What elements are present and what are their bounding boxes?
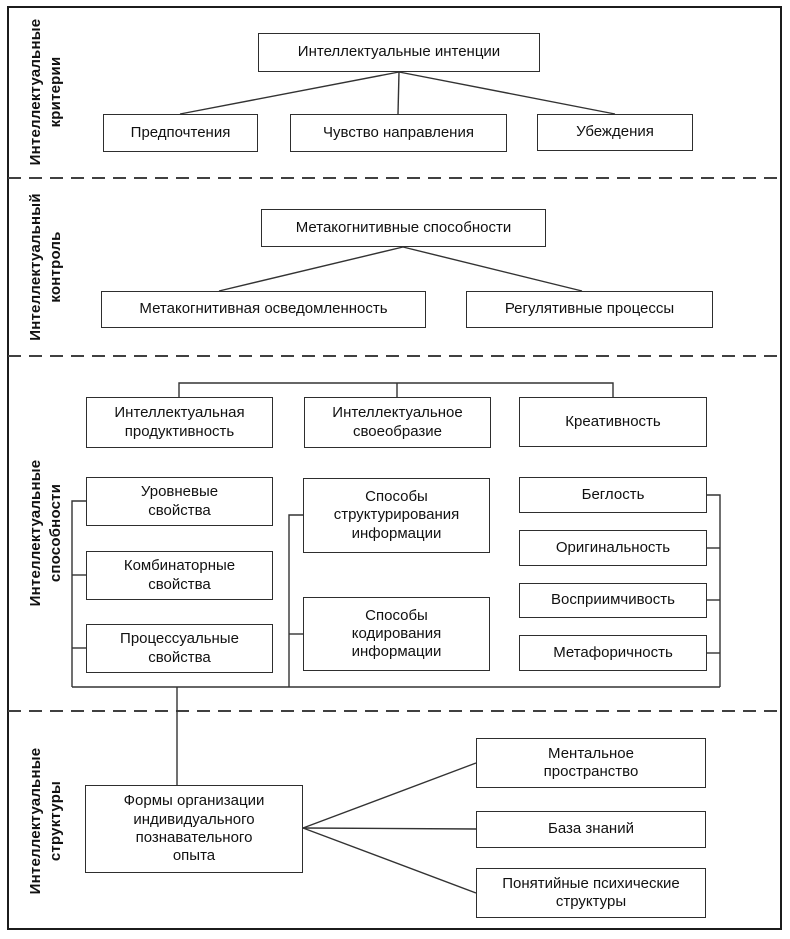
connectors-intentions (179, 71, 616, 115)
diagram-border (7, 6, 782, 930)
section-label-structures: Интеллектуальные структуры (26, 747, 64, 895)
section-label-control: Интеллектуальный контроль (26, 193, 64, 341)
node-level-properties: Уровневые свойства (86, 477, 273, 526)
connectors-metacognition (218, 246, 583, 292)
node-mental-space: Ментальное пространство (476, 738, 706, 788)
node-conceptual-structures: Понятийные психические структуры (476, 868, 706, 918)
node-regulatory-processes: Регулятивные процессы (466, 291, 713, 328)
node-intellectual-uniqueness: Интеллектуальное своеобразие (304, 397, 491, 448)
node-direction-sense: Чувство направления (290, 114, 507, 152)
node-processual-properties: Процессуальные свойства (86, 624, 273, 673)
connectors-properties-bracket (71, 500, 86, 687)
node-originality: Оригинальность (519, 530, 707, 566)
connectors-creativity-bracket (707, 494, 721, 687)
node-intentions: Интеллектуальные интенции (258, 33, 540, 72)
node-experience-forms: Формы организации индивидуального познав… (85, 785, 303, 873)
node-knowledge-base: База знаний (476, 811, 706, 848)
node-preferences: Предпочтения (103, 114, 258, 152)
section-label-abilities: Интеллектуальные способности (26, 459, 64, 607)
node-metacognitive-abilities: Метакогнитивные способности (261, 209, 546, 247)
node-receptivity: Восприимчивость (519, 583, 707, 618)
dashed-dividers (8, 177, 783, 712)
connectors-structures (302, 762, 477, 894)
node-combinatorial-properties: Комбинаторные свойства (86, 551, 273, 600)
connectors-methods-bracket (288, 514, 303, 687)
node-intellectual-productivity: Интеллектуальная продуктивность (86, 397, 273, 448)
node-structuring-methods: Способы структурирования информации (303, 478, 490, 553)
section-label-criteria: Интеллектуальные критерии (26, 18, 64, 166)
node-metaphoricity: Метафоричность (519, 635, 707, 671)
node-creativity: Креативность (519, 397, 707, 447)
node-beliefs: Убеждения (537, 114, 693, 151)
node-fluency: Беглость (519, 477, 707, 513)
connectors-bottom-rail (72, 686, 720, 785)
node-metacognitive-awareness: Метакогнитивная осведомленность (101, 291, 426, 328)
node-coding-methods: Способы кодирования информации (303, 597, 490, 671)
connectors-abilities-top (178, 382, 614, 397)
